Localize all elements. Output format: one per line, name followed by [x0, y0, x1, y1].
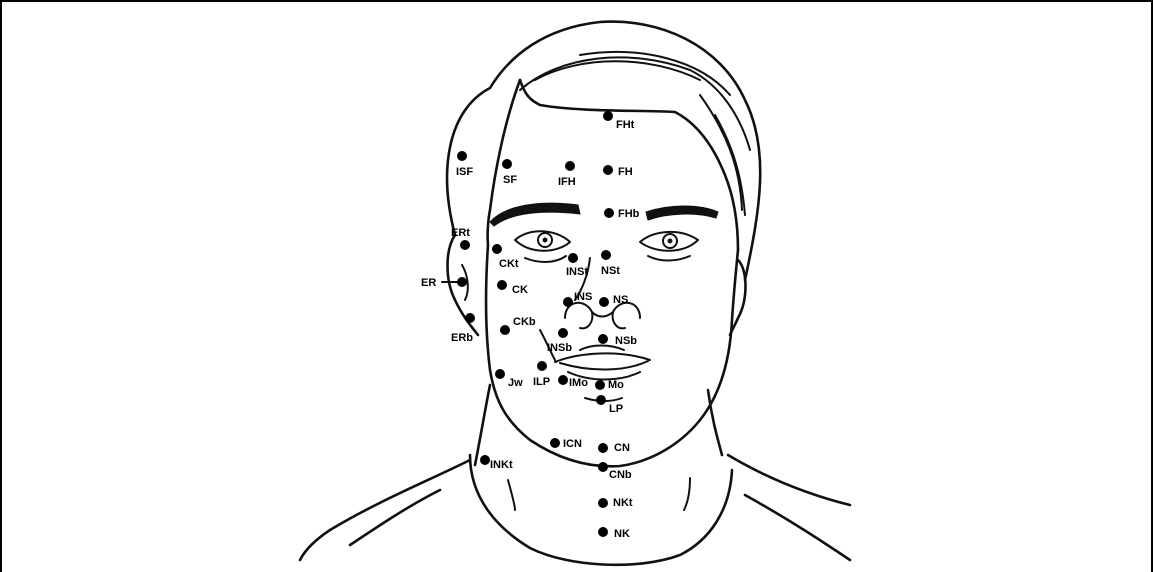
point-fh: FH — [603, 165, 633, 178]
point-ck-label: CK — [512, 284, 528, 296]
point-icn-dot — [550, 438, 560, 448]
point-ckt: CKt — [492, 244, 519, 270]
point-nk: NK — [598, 527, 630, 540]
point-isf: ISF — [456, 151, 473, 178]
point-inkt-dot — [480, 455, 490, 465]
point-icn-label: ICN — [563, 438, 582, 450]
point-cn: CN — [598, 442, 630, 454]
point-ifh-label: IFH — [558, 176, 576, 188]
point-ilp-dot — [537, 361, 547, 371]
point-fh-dot — [603, 165, 613, 175]
point-lp-label: LP — [609, 403, 623, 415]
point-ckb-label: CKb — [513, 316, 536, 328]
point-sf-dot — [502, 159, 512, 169]
point-cnb-dot — [598, 462, 608, 472]
point-ckt-dot — [492, 244, 502, 254]
point-imo-dot — [558, 375, 568, 385]
point-sf: SF — [502, 159, 517, 186]
point-isf-label: ISF — [456, 166, 473, 178]
point-fhb-label: FHb — [618, 208, 640, 220]
point-nst-label: NSt — [601, 265, 620, 277]
point-ert-dot — [460, 240, 470, 250]
point-ns-label: NS — [613, 294, 628, 306]
point-er-label: ER — [421, 277, 436, 289]
point-inst-label: INSt — [566, 266, 588, 278]
point-fht: FHt — [603, 111, 635, 131]
point-ins-label: INS — [574, 291, 592, 303]
point-mo-label: Mo — [608, 379, 624, 391]
point-ins: INS — [563, 291, 592, 307]
point-nk-label: NK — [614, 528, 630, 540]
point-inkt: INKt — [480, 455, 513, 471]
point-erb-dot — [465, 313, 475, 323]
point-nsb-label: NSb — [615, 335, 637, 347]
point-mo-dot — [595, 380, 605, 390]
point-fh-label: FH — [618, 166, 633, 178]
point-ilp-label: ILP — [533, 376, 550, 388]
point-ns: NS — [599, 294, 628, 307]
point-ilp: ILP — [533, 361, 550, 388]
point-ckb: CKb — [500, 316, 536, 335]
point-jw-dot — [495, 369, 505, 379]
point-jw-label: Jw — [508, 377, 523, 389]
point-ifh-dot — [565, 161, 575, 171]
point-insb-label: INSb — [547, 342, 572, 354]
point-icn: ICN — [550, 438, 582, 450]
point-nsb-dot — [598, 334, 608, 344]
point-imo: IMo — [558, 375, 588, 389]
point-fhb: FHb — [604, 208, 640, 220]
point-nk-dot — [598, 527, 608, 537]
point-fhb-dot — [604, 208, 614, 218]
point-inkt-label: INKt — [490, 459, 513, 471]
point-insb: INSb — [547, 328, 572, 354]
point-ins-dot — [563, 297, 573, 307]
point-nkt-dot — [598, 498, 608, 508]
point-mo: Mo — [595, 379, 624, 391]
point-jw: Jw — [495, 369, 523, 389]
point-nkt-label: NKt — [613, 497, 633, 509]
point-ck: CK — [497, 280, 528, 296]
point-inst: INSt — [566, 253, 588, 278]
point-fht-dot — [603, 111, 613, 121]
point-ert: ERt — [451, 227, 470, 250]
point-ckt-label: CKt — [499, 258, 519, 270]
point-sf-label: SF — [503, 174, 517, 186]
point-lp-dot — [596, 395, 606, 405]
point-cn-dot — [598, 443, 608, 453]
point-nst: NSt — [601, 250, 620, 277]
point-insb-dot — [558, 328, 568, 338]
point-ck-dot — [497, 280, 507, 290]
point-isf-dot — [457, 151, 467, 161]
point-erb-label: ERb — [451, 332, 473, 344]
point-ifh: IFH — [558, 161, 576, 188]
point-cn-label: CN — [614, 442, 630, 454]
point-inst-dot — [568, 253, 578, 263]
point-fht-label: FHt — [616, 119, 635, 131]
point-nst-dot — [601, 250, 611, 260]
point-ert-label: ERt — [451, 227, 470, 239]
point-lp: LP — [596, 395, 623, 415]
point-imo-label: IMo — [569, 377, 588, 389]
point-nkt: NKt — [598, 497, 633, 509]
point-cnb-label: CNb — [609, 469, 632, 481]
point-er-dot — [457, 277, 467, 287]
point-ns-dot — [599, 297, 609, 307]
point-ckb-dot — [500, 325, 510, 335]
